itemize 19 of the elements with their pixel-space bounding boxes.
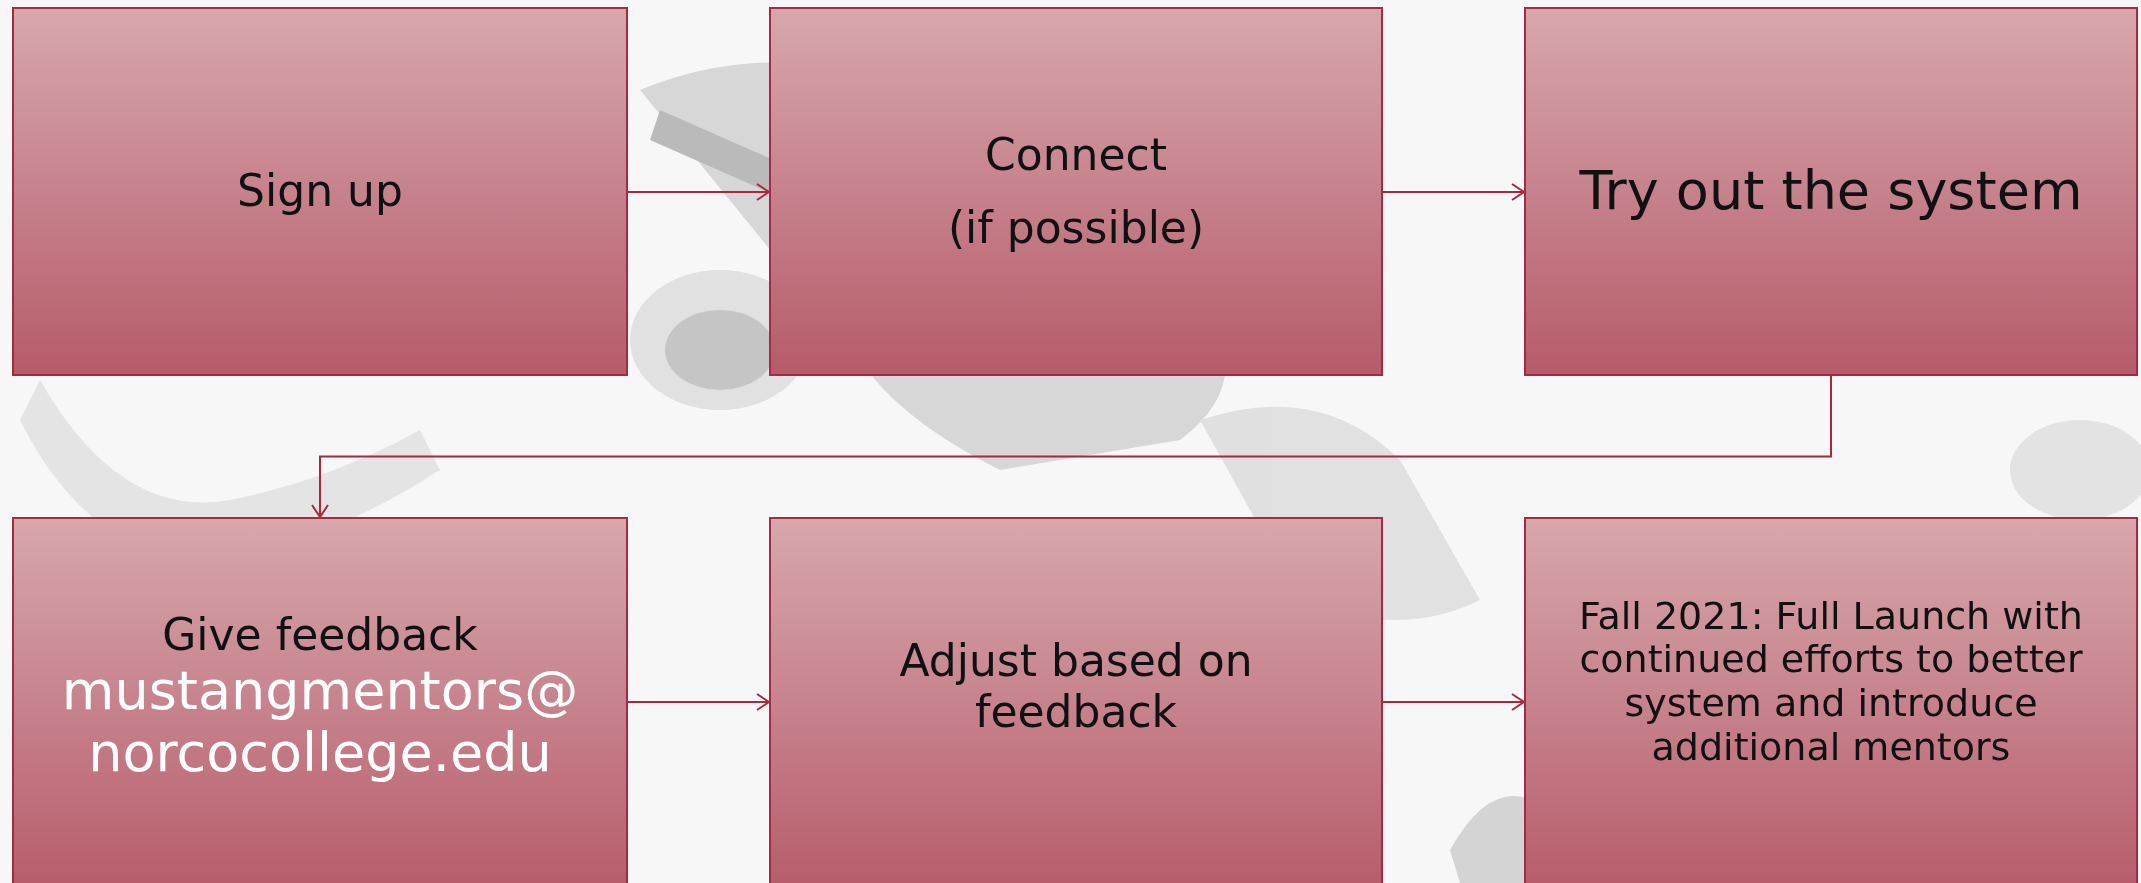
process-box	[12, 517, 628, 883]
step-text: (if possible)	[947, 202, 1205, 254]
step-text: mustangmentors@ norcocollege.edu	[60, 660, 580, 785]
step-text: Fall 2021: Full Launch with continued efforts to better system and introduce additional mentors	[1578, 594, 2084, 770]
process-box	[769, 7, 1383, 376]
process-box	[12, 7, 628, 376]
arrow	[627, 183, 770, 201]
arrow	[1382, 693, 1525, 711]
step-text: Sign up	[237, 166, 403, 217]
process-box	[1524, 7, 2138, 376]
arrow	[311, 375, 1832, 518]
process-box	[1524, 517, 2138, 883]
process-box	[769, 517, 1383, 883]
step-text: Connect	[985, 129, 1167, 181]
step-text: Adjust based on feedback	[898, 636, 1254, 738]
step-text: Give feedback	[162, 609, 478, 661]
step-text: Try out the system	[1579, 160, 2083, 223]
arrow	[627, 693, 770, 711]
arrow	[1382, 183, 1525, 201]
